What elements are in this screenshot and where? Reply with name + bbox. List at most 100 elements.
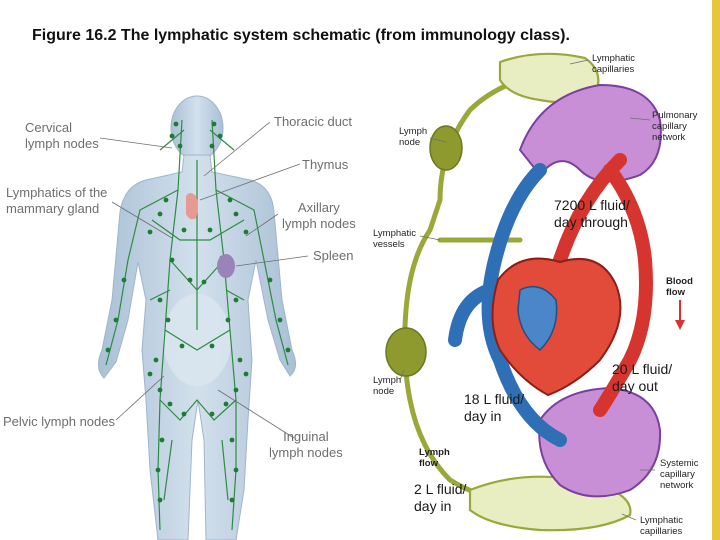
- lymph-node-dot: [209, 343, 215, 349]
- leader-lines: [99, 121, 309, 439]
- lymph-node-dot: [181, 227, 187, 233]
- label-inguinal-text: Inguinal lymph nodes: [269, 429, 343, 460]
- lymph-node-dot: [181, 411, 187, 417]
- veins: [448, 163, 567, 447]
- annotation-7200-through: 7200 L fluid/ day through: [554, 197, 630, 231]
- right-leader-lines: [399, 59, 655, 521]
- lymph-node-dot: [285, 347, 291, 353]
- label-cervical-lymph-nodes: Cervical lymph nodes: [25, 120, 99, 152]
- label-mammary-lymphatics: Lymphatics of the mammary gland: [6, 185, 107, 217]
- lymph-node-dot: [229, 437, 235, 443]
- lymph-node-dot: [187, 277, 193, 283]
- lymph-node-dot: [233, 467, 239, 473]
- annotation-out-text: 20 L fluid/ day out: [612, 361, 673, 394]
- label-blood-flow-text: Blood flow: [666, 276, 693, 298]
- lymph-node-dot: [173, 121, 179, 127]
- lymph-node-dot: [209, 411, 215, 417]
- lymph-node-dot: [157, 497, 163, 503]
- lymph-node-dot: [233, 211, 239, 217]
- label-axillary-text: Axillary lymph nodes: [282, 200, 356, 231]
- label-lymph-caps-bottom-text: Lymphatic capillaries: [640, 515, 683, 537]
- lymph-node-dot: [121, 277, 127, 283]
- lymph-node-dot: [233, 387, 239, 393]
- label-pelvic-text: Pelvic lymph nodes: [3, 414, 115, 429]
- label-lymphatic-vessels: Lymphatic vessels: [373, 228, 416, 250]
- label-lymphatic-capillaries-bottom: Lymphatic capillaries: [640, 515, 683, 537]
- label-thymus-text: Thymus: [302, 157, 349, 172]
- lymph-node-dot: [237, 357, 243, 363]
- lymph-node-dot: [227, 197, 233, 203]
- label-lymph-node-top-text: Lymph node: [399, 126, 428, 148]
- blood-flow-arrowhead: [675, 320, 685, 330]
- lymph-node-dot: [167, 401, 173, 407]
- thymus-organ: [186, 193, 198, 220]
- abdomen-highlight: [163, 294, 231, 386]
- lymph-node-dot: [207, 227, 213, 233]
- lymph-node-dot: [147, 371, 153, 377]
- lymph-node-dot: [157, 387, 163, 393]
- annotation-2-in: 2 L fluid/ day in: [414, 481, 466, 515]
- lymph-node-dot: [267, 277, 273, 283]
- label-thoracic-text: Thoracic duct: [274, 114, 353, 129]
- label-lymphatic-capillaries-top: Lymphatic capillaries: [592, 53, 635, 75]
- label-systemic-text: Systemic capillary network: [660, 458, 699, 491]
- label-thoracic-duct: Thoracic duct: [274, 114, 352, 130]
- label-spleen-text: Spleen: [313, 248, 354, 263]
- label-lymph-node-top: Lymph node: [399, 126, 427, 148]
- lymph-node-dot: [243, 229, 249, 235]
- lymph-node-dot: [169, 257, 175, 263]
- lymph-node-dot: [201, 279, 207, 285]
- label-inguinal-lymph-nodes: Inguinal lymph nodes: [269, 429, 343, 461]
- arteries: [553, 153, 653, 417]
- systemic-capillary-network: [538, 386, 662, 498]
- annotation-18-in: 18 L fluid/ day in: [464, 391, 524, 425]
- lymph-node-dot: [209, 143, 215, 149]
- figure-title: Figure 16.2 The lymphatic system schemat…: [32, 27, 570, 44]
- lymph-node-dot: [243, 371, 249, 377]
- lymph-node-dot: [157, 211, 163, 217]
- lymph-node-bottom: [385, 327, 427, 377]
- label-spleen: Spleen: [313, 248, 353, 264]
- label-thymus: Thymus: [302, 157, 348, 173]
- lymph-node-dot: [277, 317, 283, 323]
- lymph-node-dot: [217, 133, 223, 139]
- lymph-node-dot: [179, 343, 185, 349]
- lymph-node-dot: [163, 197, 169, 203]
- lymph-node-dot: [233, 297, 239, 303]
- lymph-node-dot: [105, 347, 111, 353]
- lymph-node-dot: [223, 401, 229, 407]
- label-lymph-vessels-text: Lymphatic vessels: [373, 228, 416, 250]
- label-axillary-lymph-nodes: Axillary lymph nodes: [282, 200, 356, 232]
- heart: [491, 257, 622, 397]
- lymph-node-dot: [169, 133, 175, 139]
- label-lymph-node-bottom: Lymph node: [373, 375, 401, 397]
- label-lymph-caps-top-text: Lymphatic capillaries: [592, 53, 635, 75]
- label-mammary-text: Lymphatics of the mammary gland: [6, 185, 108, 216]
- label-systemic-capillary-network: Systemic capillary network: [660, 458, 699, 491]
- lymph-node-dot: [157, 297, 163, 303]
- label-pulmonary-capillary-network: Pulmonary capillary network: [652, 110, 697, 143]
- lymph-node-dot: [155, 467, 161, 473]
- lymph-node-dot: [147, 229, 153, 235]
- annotation-in2-text: 2 L fluid/ day in: [414, 481, 467, 514]
- label-pulmonary-text: Pulmonary capillary network: [652, 110, 698, 143]
- lymph-node-dot: [225, 317, 231, 323]
- label-lymph-flow: Lymph flow: [419, 447, 450, 469]
- annotation-in18-text: 18 L fluid/ day in: [464, 391, 525, 424]
- label-lymph-node-bottom-text: Lymph node: [373, 375, 402, 397]
- lymph-node-dot: [113, 317, 119, 323]
- lymph-node-dot: [159, 437, 165, 443]
- lymph-node-dot: [211, 121, 217, 127]
- lymph-node-dot: [177, 143, 183, 149]
- label-blood-flow: Blood flow: [666, 276, 693, 298]
- lymph-node-top: [429, 125, 463, 171]
- accent-bar: [712, 0, 720, 540]
- annotation-20-out: 20 L fluid/ day out: [612, 361, 672, 395]
- label-lymph-flow-text: Lymph flow: [419, 447, 450, 469]
- lymph-node-dot: [229, 497, 235, 503]
- lymph-node-dot: [153, 357, 159, 363]
- lymph-node-dot: [165, 317, 171, 323]
